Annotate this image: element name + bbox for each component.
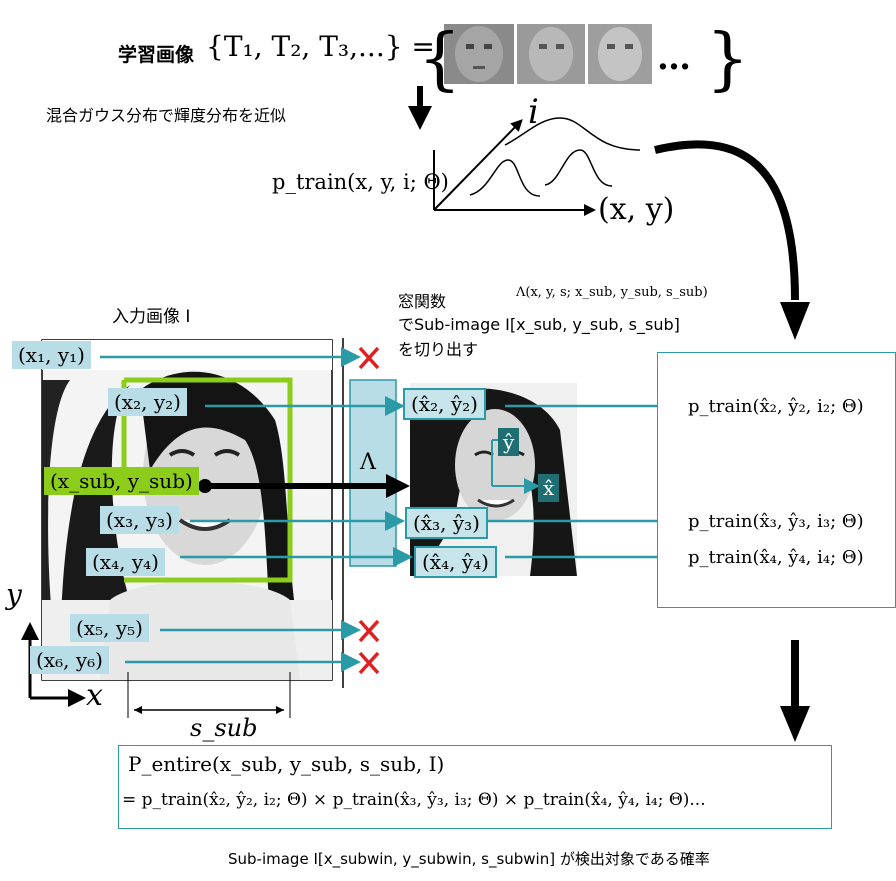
entire-probability-line1: P_entire(x_sub, y_sub, s_sub, I): [128, 752, 445, 776]
reject-cross-1: [358, 346, 380, 370]
window-desc-line1: 窓関数: [398, 292, 447, 311]
ssub-label: s_sub: [190, 714, 258, 742]
point-label-6: (x₆, y₆): [30, 646, 109, 674]
bottom-caption: Sub-image I[x_subwin, y_subwin, s_subwin…: [228, 850, 710, 868]
sub-center-label: (x_sub, y_sub): [44, 467, 199, 495]
lambda-expression: Λ(x, y, s; x_sub, y_sub, s_sub): [516, 285, 708, 300]
ellipsis: …: [657, 38, 691, 78]
axis-xy-label: (x, y): [598, 192, 675, 227]
reject-cross-2: [358, 619, 380, 643]
xhat-label: x̂: [538, 474, 560, 502]
window-desc-line2: でSub-image I[x_sub, y_sub, s_sub]: [398, 315, 680, 334]
left-brace: {: [418, 20, 461, 99]
training-set-expression: {T₁, T₂, T₃,...} =: [206, 30, 435, 63]
hat-point-label-4: (x̂₄, ŷ₄): [414, 546, 497, 578]
entire-probability-box: [118, 745, 832, 829]
sub-window-frame: [124, 377, 293, 583]
gaussian-plot: [433, 117, 641, 216]
lambda-symbol: Λ: [360, 450, 376, 475]
likelihood-box: [657, 352, 896, 608]
hat-point-label-2: (x̂₂, ŷ₂): [403, 388, 486, 420]
point-label-4: (x₄, y₄): [86, 548, 165, 576]
training-images-label: 学習画像: [118, 44, 195, 66]
ptrain-label: p_train(x, y, i; Θ): [272, 170, 449, 194]
right-brace: }: [706, 20, 749, 99]
entire-probability-line2: = p_train(x̂₂, ŷ₂, i₂; Θ) × p_train(x̂₃,…: [122, 790, 706, 810]
curved-arrow: [654, 140, 799, 301]
window-desc-line3: を切り出す: [398, 340, 479, 359]
point-label-5: (x₅, y₅): [70, 614, 149, 642]
axis-x-label: x: [86, 678, 103, 713]
reject-cross-3: [358, 651, 380, 675]
axis-y-label: y: [6, 578, 22, 611]
axis-i-label: i: [528, 92, 539, 132]
likelihood-2: p_train(x̂₂, ŷ₂, i₂; Θ): [688, 396, 864, 417]
training-face-thumbnails: [444, 24, 652, 84]
input-image-title: 入力画像 I: [112, 307, 191, 327]
likelihood-3: p_train(x̂₃, ŷ₃, i₃; Θ): [688, 511, 864, 532]
likelihood-4: p_train(x̂₄, ŷ₄, i₄; Θ): [688, 547, 864, 568]
point-label-1: (x₁, y₁): [12, 341, 91, 369]
mixture-description: 混合ガウス分布で輝度分布を近似: [46, 106, 287, 125]
point-label-3: (x₃, y₃): [100, 506, 179, 534]
hat-point-label-3: (x̂₃, ŷ₃): [405, 507, 488, 539]
yhat-label: ŷ: [498, 428, 520, 456]
point-label-2: (x₂, y₂): [108, 388, 187, 416]
